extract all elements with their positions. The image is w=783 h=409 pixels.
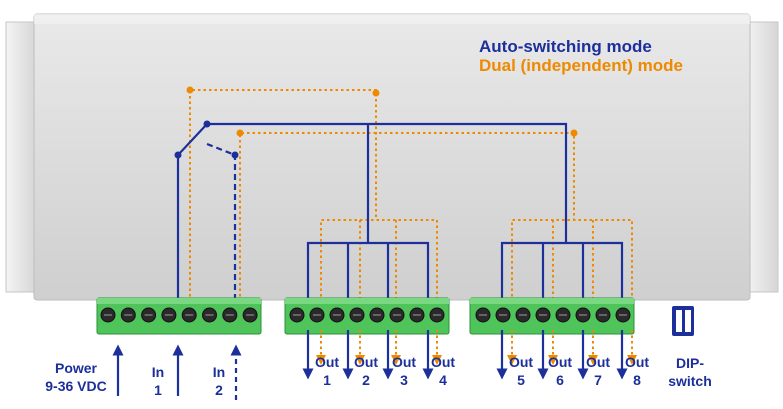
in1-number: 1 [154,382,162,398]
dual-mode-wiring [189,89,633,302]
terminal-block-outputs-1-4 [284,297,450,335]
power-voltage-label: 9-36 VDC [45,378,106,394]
output-3-number: 3 [400,372,408,388]
in2-label: In [213,364,225,380]
terminal-block-power-inputs [96,297,262,335]
dip-switch [672,306,694,336]
output-8-label: Out [625,354,649,370]
power-label: Power [55,360,98,376]
in2-number: 2 [215,382,223,398]
output-3-label: Out [392,354,416,370]
auto-mode-wiring [176,122,624,302]
output-6-label: Out [548,354,572,370]
legend-auto-mode: Auto-switching mode [479,37,652,56]
left-mounting-flange [5,21,37,293]
output-labels: Out 1 Out 2 Out 3 Out 4 Out 5 Out 6 Out 7 Out 8 [315,354,649,388]
output-arrows [302,330,637,380]
input-arrows [112,344,242,400]
output-7-number: 7 [594,372,602,388]
legend-dual-mode: Dual (independent) mode [479,56,683,75]
in1-label: In [152,364,164,380]
output-6-number: 6 [556,372,564,388]
dip-switch-label-line1: DIP- [676,355,704,371]
output-8-number: 8 [633,372,641,388]
output-2-label: Out [354,354,378,370]
output-4-label: Out [431,354,455,370]
output-4-number: 4 [439,372,447,388]
terminal-block-outputs-5-8 [469,297,635,335]
dual-mode-nodes [186,86,578,137]
output-1-label: Out [315,354,339,370]
right-mounting-flange [745,21,779,293]
auto-mode-nodes [174,120,239,159]
output-7-label: Out [586,354,610,370]
output-5-label: Out [509,354,533,370]
terminal-blocks [96,297,635,335]
output-5-number: 5 [517,372,525,388]
terminal-screws [100,307,631,323]
output-2-number: 2 [362,372,370,388]
output-1-number: 1 [323,372,331,388]
device-enclosure [5,13,779,301]
dip-switch-label-line2: switch [668,373,712,389]
